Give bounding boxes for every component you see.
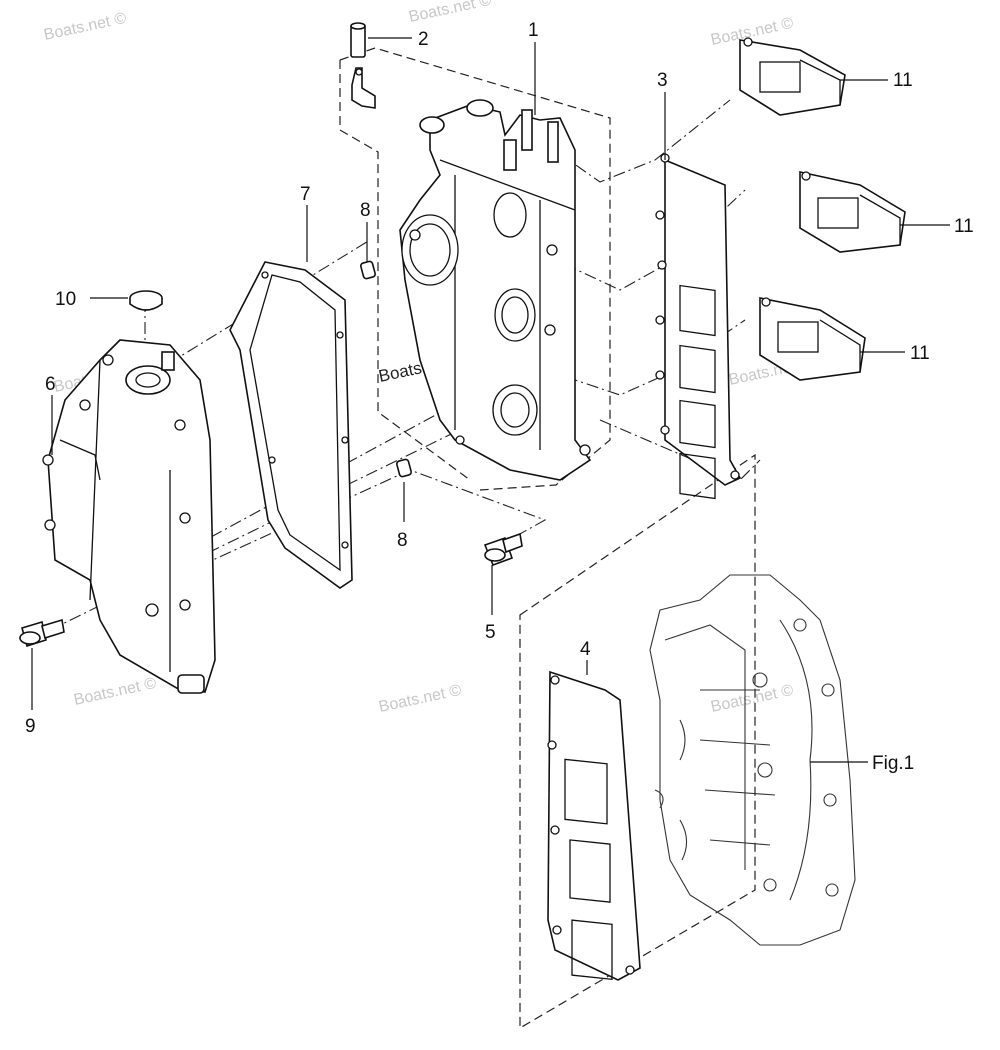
part-6-cover [42, 339, 216, 694]
callout-4: 4 [580, 639, 591, 660]
callout-1: 1 [528, 20, 539, 41]
part-3-gasket [655, 153, 742, 500]
callout-10: 10 [55, 289, 76, 310]
watermark: Boats.net © [42, 10, 128, 44]
part-9-bolt [19, 618, 65, 648]
part-11-reed-valve-mid [799, 171, 906, 253]
callouts: 2 1 3 11 11 11 7 8 10 6 8 5 4 9 Fig.1 [25, 20, 974, 774]
watermark: Boats.net © [377, 682, 463, 716]
part-1-housing [399, 99, 592, 481]
watermark: Boats.net © [407, 0, 493, 26]
part-11-reed-valve-low [759, 297, 866, 381]
part-10-plug [129, 290, 163, 311]
callout-3: 3 [657, 70, 668, 91]
group-bracket-fig1 [519, 453, 756, 1030]
callout-5: 5 [485, 622, 496, 643]
callout-11-top: 11 [893, 70, 913, 91]
part-2-pin [350, 22, 376, 109]
leader-lines [31, 37, 950, 763]
part-4-gasket [547, 670, 641, 981]
callout-9: 9 [25, 716, 36, 737]
watermark: Boats.net © [709, 682, 795, 716]
fig-1-cylinder-block [649, 574, 856, 946]
part-7-gasket [229, 261, 353, 589]
callout-11-mid: 11 [954, 216, 974, 237]
group-bracket-1 [339, 47, 611, 491]
part-11-reed-valve-top [739, 37, 846, 116]
watermark: Boats.net © [72, 675, 158, 709]
callout-6: 6 [45, 374, 56, 395]
callout-11-low: 11 [910, 343, 930, 364]
part-8-dowel-upper [360, 260, 376, 280]
callout-2: 2 [418, 29, 429, 50]
figure-ref: Fig.1 [872, 753, 914, 774]
part-5-bolt [483, 532, 523, 567]
part-8-dowel-lower [396, 458, 412, 478]
callout-8-upper: 8 [360, 200, 371, 221]
callout-8-lower: 8 [397, 530, 408, 551]
callout-7: 7 [300, 184, 311, 205]
